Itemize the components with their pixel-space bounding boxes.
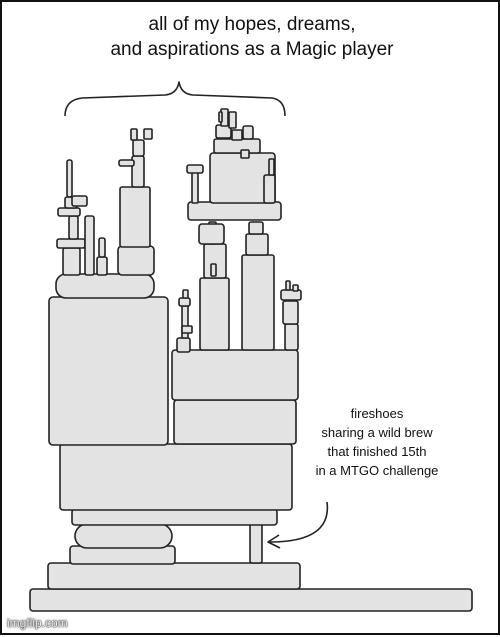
left-small-block-8 (71, 195, 88, 207)
round-block (74, 523, 173, 549)
annotation-line-2: sharing a wild brew (321, 425, 433, 440)
right-block-upper (171, 349, 299, 401)
left-tower-cap (132, 139, 145, 157)
annotation-line-4: in a MTGO challenge (315, 463, 439, 478)
right-small-block-3 (178, 297, 191, 307)
pointer-arrowhead (267, 534, 281, 549)
large-base-block (59, 443, 293, 511)
right-small-block-7 (282, 300, 299, 325)
left-rounded-cap (55, 273, 155, 299)
annotation-text: fireshoes sharing a wild brew that finis… (302, 404, 452, 480)
right-small-block-9 (285, 280, 291, 291)
load-bearing-block (249, 522, 263, 564)
right-small-block-5 (181, 325, 193, 334)
top-caption-line-2: and aspirations as a Magic player (110, 39, 394, 60)
right-block-lower (173, 399, 297, 445)
upper-side-post (191, 171, 199, 204)
left-tower-pedestal (117, 245, 155, 276)
left-small-block-4 (57, 207, 81, 217)
left-tower-nub-2 (143, 128, 153, 140)
upper-nub-3 (242, 125, 254, 140)
column-a-nub (210, 263, 217, 277)
base-slab-bottom (29, 588, 473, 612)
left-small-block-2 (56, 238, 86, 249)
left-small-block-6 (66, 159, 73, 198)
watermark: imgflip.com (7, 616, 68, 630)
upper-side-cap (186, 164, 204, 174)
column-b-neck (248, 221, 264, 235)
left-tower-column (119, 186, 151, 248)
left-small-block-1 (62, 247, 81, 276)
left-small-block-7 (84, 215, 95, 276)
upper-nub-5 (228, 111, 237, 129)
base-slab-second (47, 562, 301, 590)
annotation-line-1: fireshoes (350, 406, 404, 421)
upper-stem (240, 149, 250, 159)
right-small-block-10 (292, 284, 299, 292)
top-caption: all of my hopes, dreams, and aspirations… (2, 12, 500, 62)
right-small-block-4 (182, 289, 189, 299)
left-big-block (48, 296, 169, 446)
right-small-block-8 (280, 289, 302, 301)
upper-right-nub (268, 158, 275, 176)
column-a (199, 277, 230, 351)
column-b-cap (245, 233, 269, 256)
column-a-head (198, 223, 225, 245)
left-small-block-3 (68, 215, 79, 240)
upper-right-post (263, 174, 276, 204)
left-tower-crossbar (118, 159, 135, 167)
pointer-arrow (269, 501, 329, 543)
upper-nub-2 (231, 129, 243, 141)
curly-brace (64, 81, 286, 117)
left-small-block-9 (96, 256, 108, 276)
upper-cap (213, 138, 261, 154)
upper-plank (187, 201, 282, 221)
left-tower-nub-1 (130, 128, 138, 141)
column-b (241, 254, 275, 351)
annotation-line-3: that finished 15th (327, 444, 427, 459)
top-caption-line-1: all of my hopes, dreams, (148, 14, 356, 35)
wide-plank (71, 508, 278, 526)
right-small-block-1 (176, 337, 191, 353)
upper-nub-6 (218, 111, 223, 123)
right-small-block-6 (284, 323, 299, 351)
left-small-block-10 (98, 237, 106, 258)
